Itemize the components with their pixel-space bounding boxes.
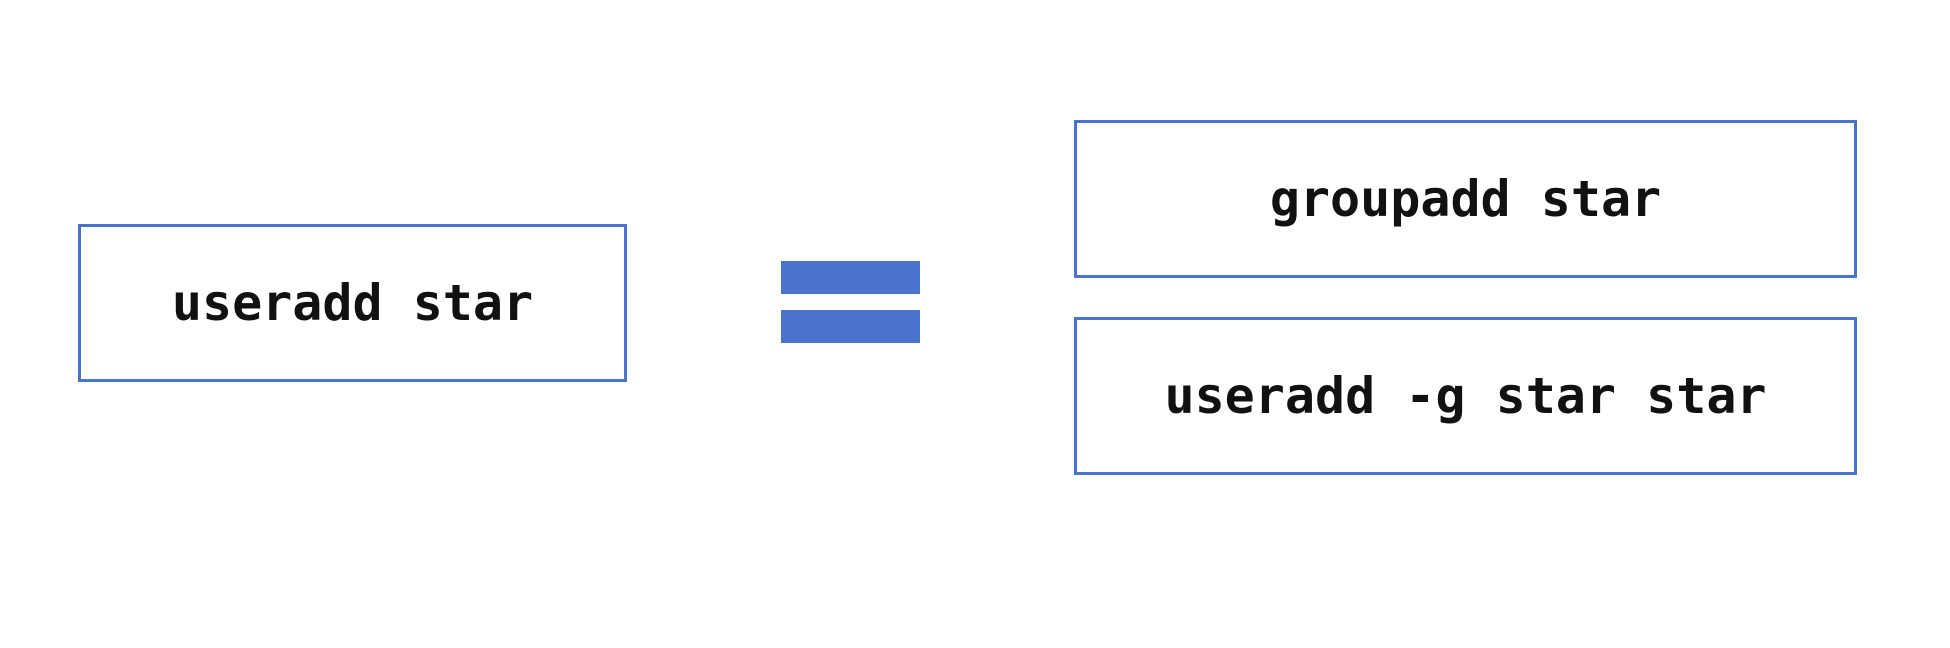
command-box-useradd-group: useradd -g star star — [1074, 317, 1857, 475]
equals-bar-bottom — [781, 310, 920, 343]
command-text: useradd star — [171, 274, 534, 332]
equals-bar-top — [781, 261, 920, 294]
command-text: useradd -g star star — [1164, 367, 1767, 425]
command-box-useradd: useradd star — [78, 224, 627, 382]
command-box-groupadd: groupadd star — [1074, 120, 1857, 278]
command-text: groupadd star — [1269, 170, 1662, 228]
